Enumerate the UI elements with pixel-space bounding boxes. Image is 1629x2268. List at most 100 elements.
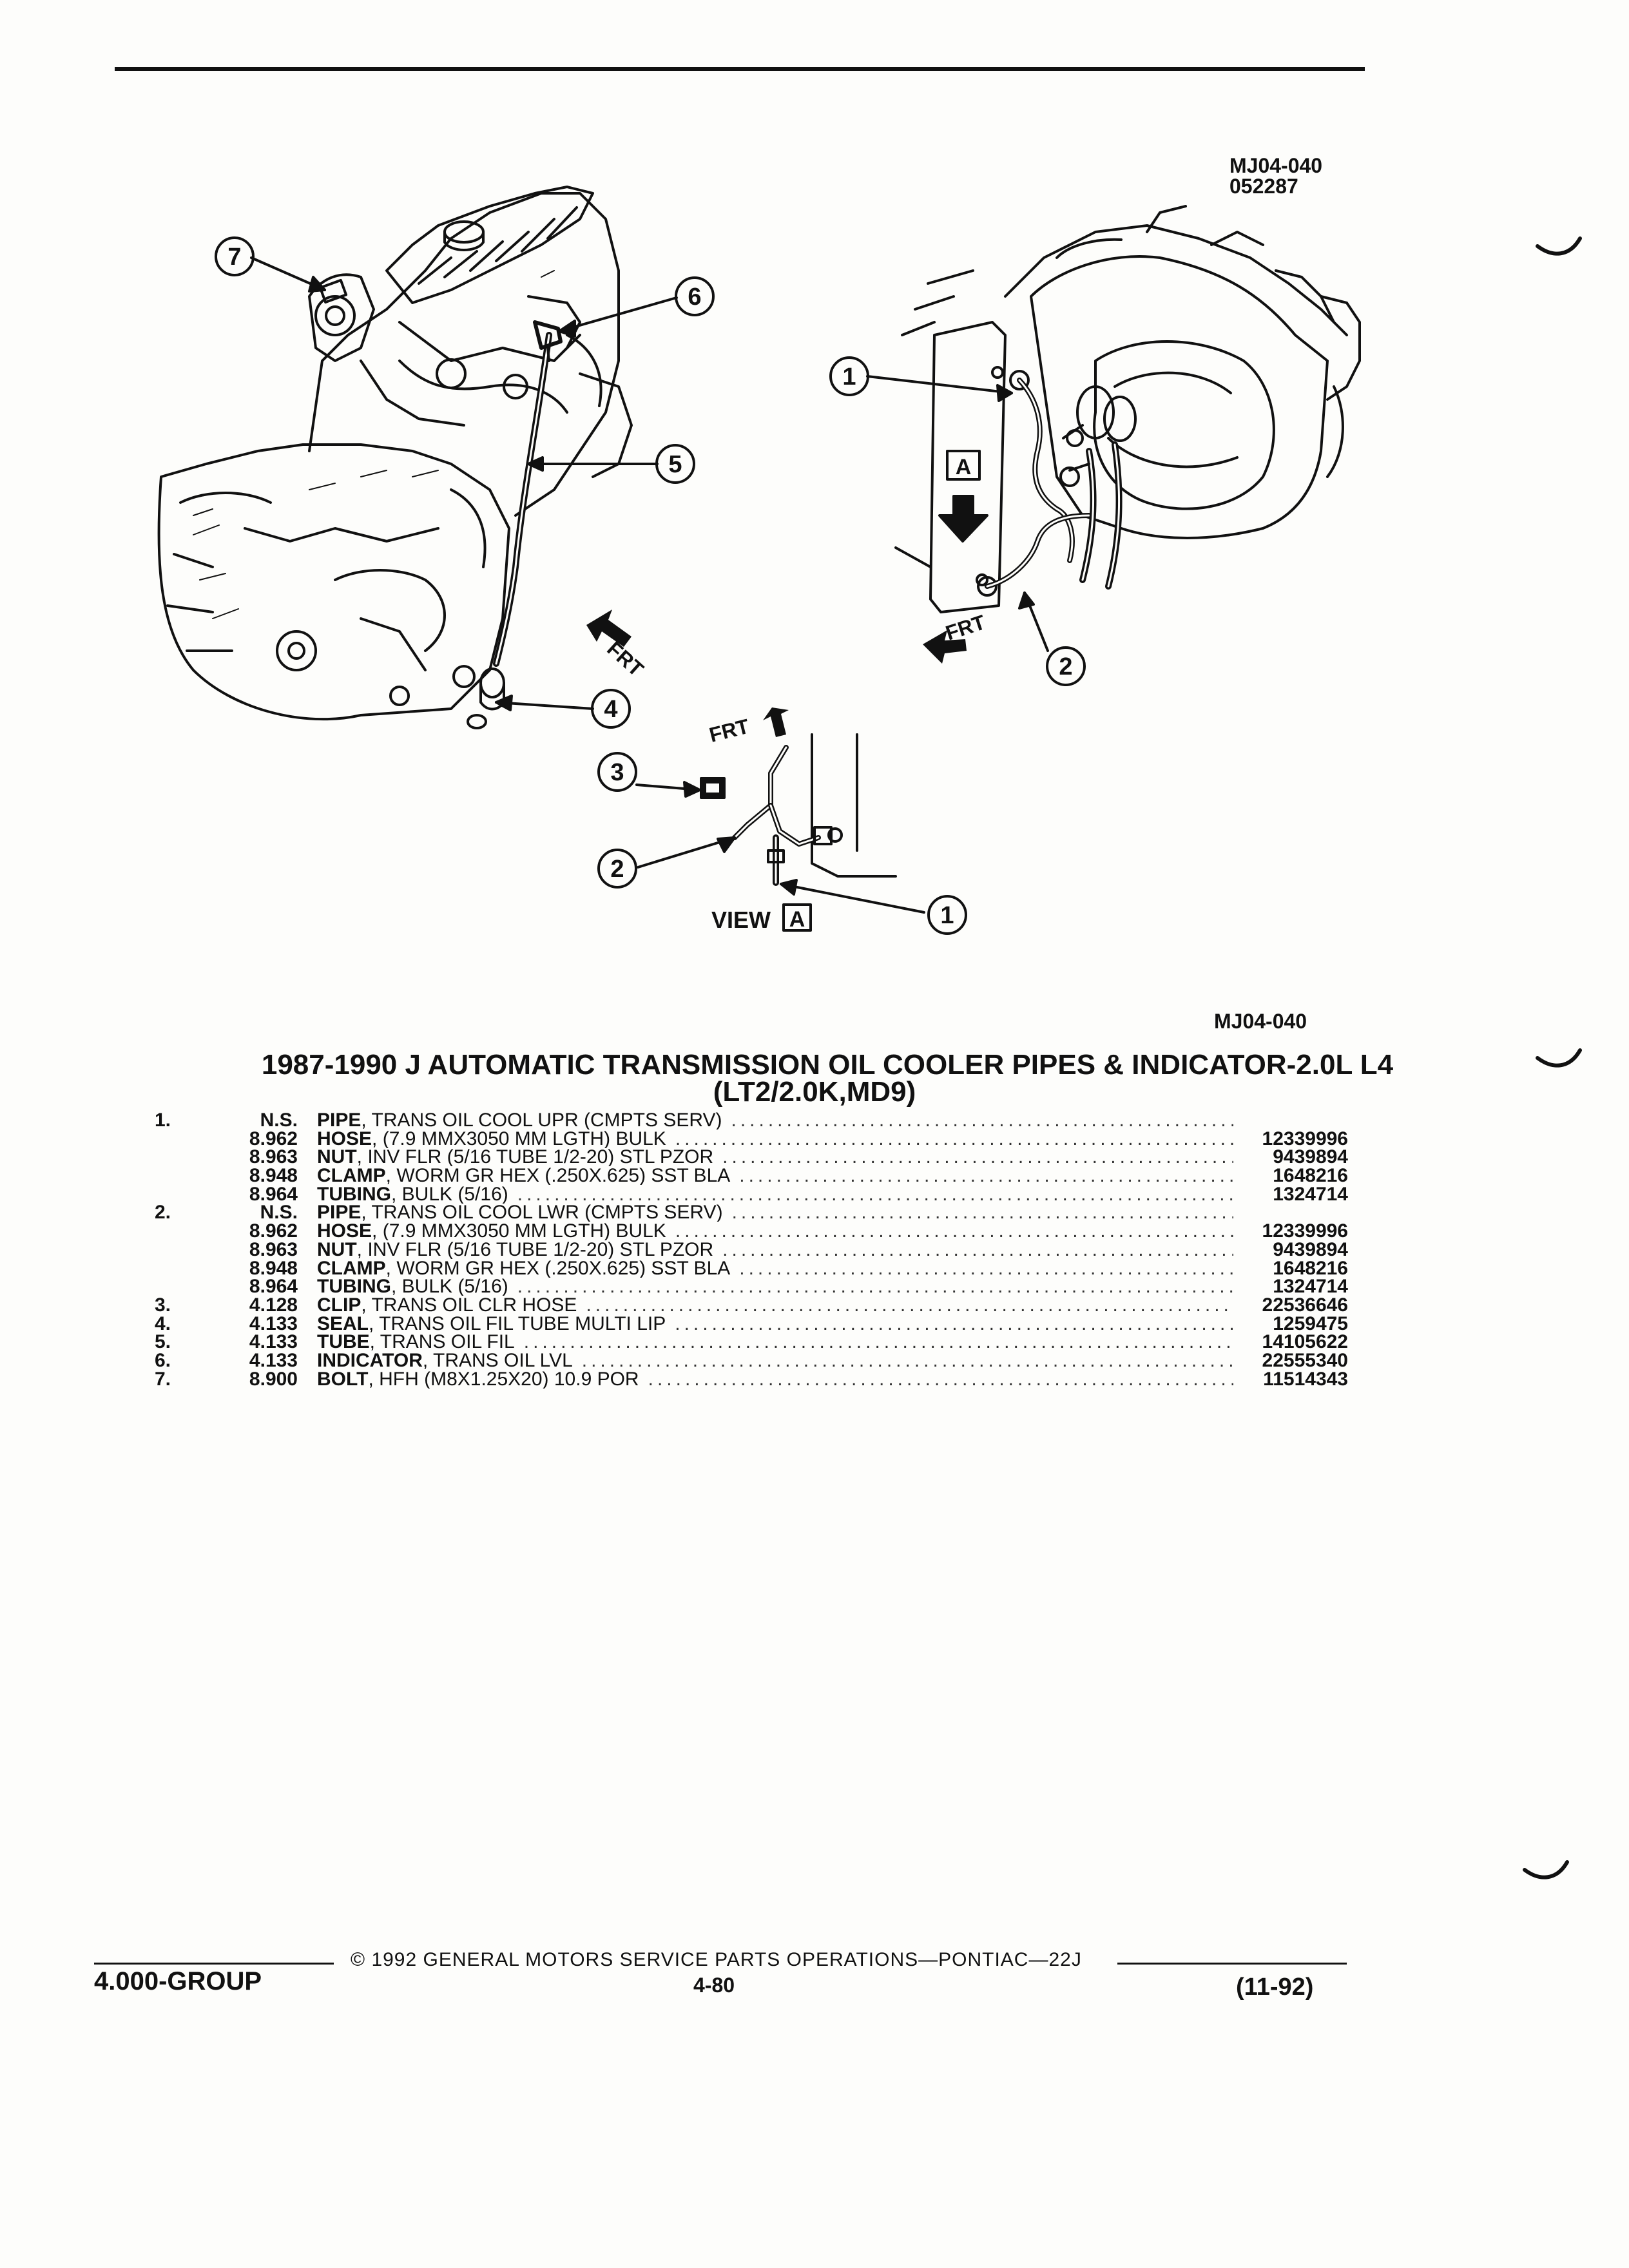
dot-leader: ........................................… xyxy=(517,1184,1233,1204)
view-letter-on-radiator: A xyxy=(956,455,972,479)
part-number: 14105622 xyxy=(1262,1331,1348,1353)
transaxle-cooler-drawing xyxy=(894,205,1361,613)
front-label-view: FRT xyxy=(707,715,752,747)
top-rule xyxy=(115,67,1365,71)
part-item-number: 1. xyxy=(155,1110,171,1131)
page-subtitle: (LT2/2.0K,MD9) xyxy=(713,1076,916,1108)
part-row: 6. 4.133 INDICATOR, TRANS OIL LVL.........… xyxy=(155,1349,1353,1371)
page-title: 1987-1990 J AUTOMATIC TRANSMISSION OIL C… xyxy=(261,1049,1394,1081)
part-item-number: 7. xyxy=(155,1368,171,1390)
callout-3: 3 xyxy=(610,759,624,786)
part-name: PIPE xyxy=(317,1203,361,1222)
part-description: INDICATOR, TRANS OIL LVL................… xyxy=(317,1351,1233,1370)
dot-leader: ........................................… xyxy=(523,1332,1233,1352)
callout-1-upper: 1 xyxy=(842,363,856,390)
part-name: CLAMP xyxy=(317,1166,386,1186)
part-item-number: 4. xyxy=(155,1312,171,1334)
part-description: HOSE, (7.9 MMX3050 MM LGTH) BULK........… xyxy=(317,1129,1233,1148)
part-name: TUBING xyxy=(317,1184,391,1204)
dot-leader: ........................................… xyxy=(581,1350,1233,1370)
footer-rule-right xyxy=(1117,1963,1347,1965)
part-description: CLAMP, WORM GR HEX (.250X.625) SST BLA..… xyxy=(317,1259,1233,1278)
part-name: INDICATOR xyxy=(317,1350,423,1370)
part-number: 11514343 xyxy=(1263,1368,1348,1390)
part-detail: , TRANS OIL COOL LWR (CMPTS SERV) xyxy=(361,1203,723,1222)
footer-copyright: © 1992 GENERAL MOTORS SERVICE PARTS OPER… xyxy=(351,1949,1082,1970)
margin-mark-1 xyxy=(1536,236,1582,256)
part-group-code: 4.133 xyxy=(249,1312,298,1334)
part-description: SEAL, TRANS OIL FIL TUBE MULTI LIP......… xyxy=(317,1314,1233,1333)
part-detail: , HFH (M8X1.25X20) 10.9 POR xyxy=(368,1369,639,1389)
part-name: TUBING xyxy=(317,1277,391,1296)
part-description: TUBING, BULK (5/16).....................… xyxy=(317,1185,1233,1204)
dot-leader: ........................................… xyxy=(731,1111,1233,1129)
part-group-code: 8.948 xyxy=(249,1165,298,1187)
part-row: 3. 4.128 CLIP, TRANS OIL CLR HOSE.........… xyxy=(155,1294,1353,1316)
footer-group: 4.000-GROUP xyxy=(94,1967,262,1995)
part-detail: , TRANS OIL CLR HOSE xyxy=(361,1295,577,1314)
part-group-code: N.S. xyxy=(260,1110,298,1131)
part-group-code: 8.964 xyxy=(249,1276,298,1298)
part-name: PIPE xyxy=(317,1111,361,1129)
dot-leader: ........................................… xyxy=(731,1203,1233,1222)
part-description: PIPE, TRANS OIL COOL UPR (CMPTS SERV)...… xyxy=(317,1111,1233,1129)
dot-leader: ........................................… xyxy=(586,1295,1233,1314)
callout-6: 6 xyxy=(688,284,701,311)
parts-list: 1.N.S.PIPE, TRANS OIL COOL UPR (CMPTS SE… xyxy=(155,1110,1353,1390)
part-group-code: 4.133 xyxy=(249,1331,298,1353)
part-name: CLIP xyxy=(317,1295,361,1314)
part-row: 8.963 NUT, INV FLR (5/16 TUBE 1/2-20) STL… xyxy=(155,1240,1353,1259)
part-name: HOSE xyxy=(317,1222,372,1241)
part-detail: , INV FLR (5/16 TUBE 1/2-20) STL PZOR xyxy=(356,1240,714,1259)
front-label-right: FRT xyxy=(943,610,988,645)
part-row: 8.948 CLAMP, WORM GR HEX (.250X.625) SST … xyxy=(155,1165,1353,1187)
part-group-code: 4.128 xyxy=(249,1294,298,1316)
view-label: VIEW xyxy=(711,907,771,933)
part-description: CLAMP, WORM GR HEX (.250X.625) SST BLA..… xyxy=(317,1166,1233,1185)
part-description: NUT, INV FLR (5/16 TUBE 1/2-20) STL PZOR… xyxy=(317,1148,1233,1166)
part-item-number: 6. xyxy=(155,1349,171,1371)
part-item-number: 3. xyxy=(155,1294,171,1316)
footer-rule-left xyxy=(94,1963,334,1965)
front-label-left: FRT xyxy=(602,637,648,681)
dot-leader: ........................................… xyxy=(517,1277,1233,1296)
part-row: 8.962 HOSE, (7.9 MMX3050 MM LGTH) BULK...… xyxy=(155,1129,1353,1148)
part-name: SEAL xyxy=(317,1314,369,1333)
part-description: TUBING, BULK (5/16).....................… xyxy=(317,1277,1233,1296)
dot-leader: ........................................… xyxy=(648,1369,1233,1389)
part-number: 1648216 xyxy=(1273,1165,1348,1187)
part-name: BOLT xyxy=(317,1369,369,1389)
part-group-code: 8.962 xyxy=(249,1128,298,1149)
part-detail: , WORM GR HEX (.250X.625) SST BLA xyxy=(385,1258,731,1278)
dot-leader: ........................................… xyxy=(675,1314,1233,1333)
part-description: HOSE, (7.9 MMX3050 MM LGTH) BULK........… xyxy=(317,1222,1233,1240)
part-row: 8.964 TUBING, BULK (5/16)................… xyxy=(155,1277,1353,1296)
part-row: 1. N.S. PIPE, TRANS OIL COOL UPR (CMPTS SE… xyxy=(155,1110,1353,1131)
part-group-code: 8.963 xyxy=(249,1238,298,1260)
part-name: NUT xyxy=(317,1240,357,1259)
margin-mark-3 xyxy=(1523,1860,1569,1879)
callout-7: 7 xyxy=(227,244,241,271)
dot-leader: ........................................… xyxy=(675,1129,1233,1148)
view-letter-label: A xyxy=(789,907,805,932)
part-number: 12339996 xyxy=(1262,1128,1348,1149)
part-detail: , (7.9 MMX3050 MM LGTH) BULK xyxy=(372,1222,666,1241)
part-detail: , TRANS OIL COOL UPR (CMPTS SERV) xyxy=(361,1111,722,1129)
part-name: TUBE xyxy=(317,1332,370,1352)
part-detail: , BULK (5/16) xyxy=(391,1184,508,1204)
part-number: 9439894 xyxy=(1273,1146,1348,1168)
part-detail: , BULK (5/16) xyxy=(391,1277,508,1296)
part-number: 22536646 xyxy=(1262,1294,1348,1316)
callout-4: 4 xyxy=(604,696,617,723)
callout-1-view: 1 xyxy=(940,902,954,929)
part-group-code: 4.133 xyxy=(249,1349,298,1371)
part-group-code: N.S. xyxy=(260,1202,298,1224)
callout-2-right: 2 xyxy=(1059,653,1072,680)
part-number: 1324714 xyxy=(1273,1183,1348,1205)
dot-leader: ........................................… xyxy=(739,1258,1233,1278)
part-detail: , INV FLR (5/16 TUBE 1/2-20) STL PZOR xyxy=(356,1148,714,1167)
dot-leader: ........................................… xyxy=(675,1222,1233,1241)
